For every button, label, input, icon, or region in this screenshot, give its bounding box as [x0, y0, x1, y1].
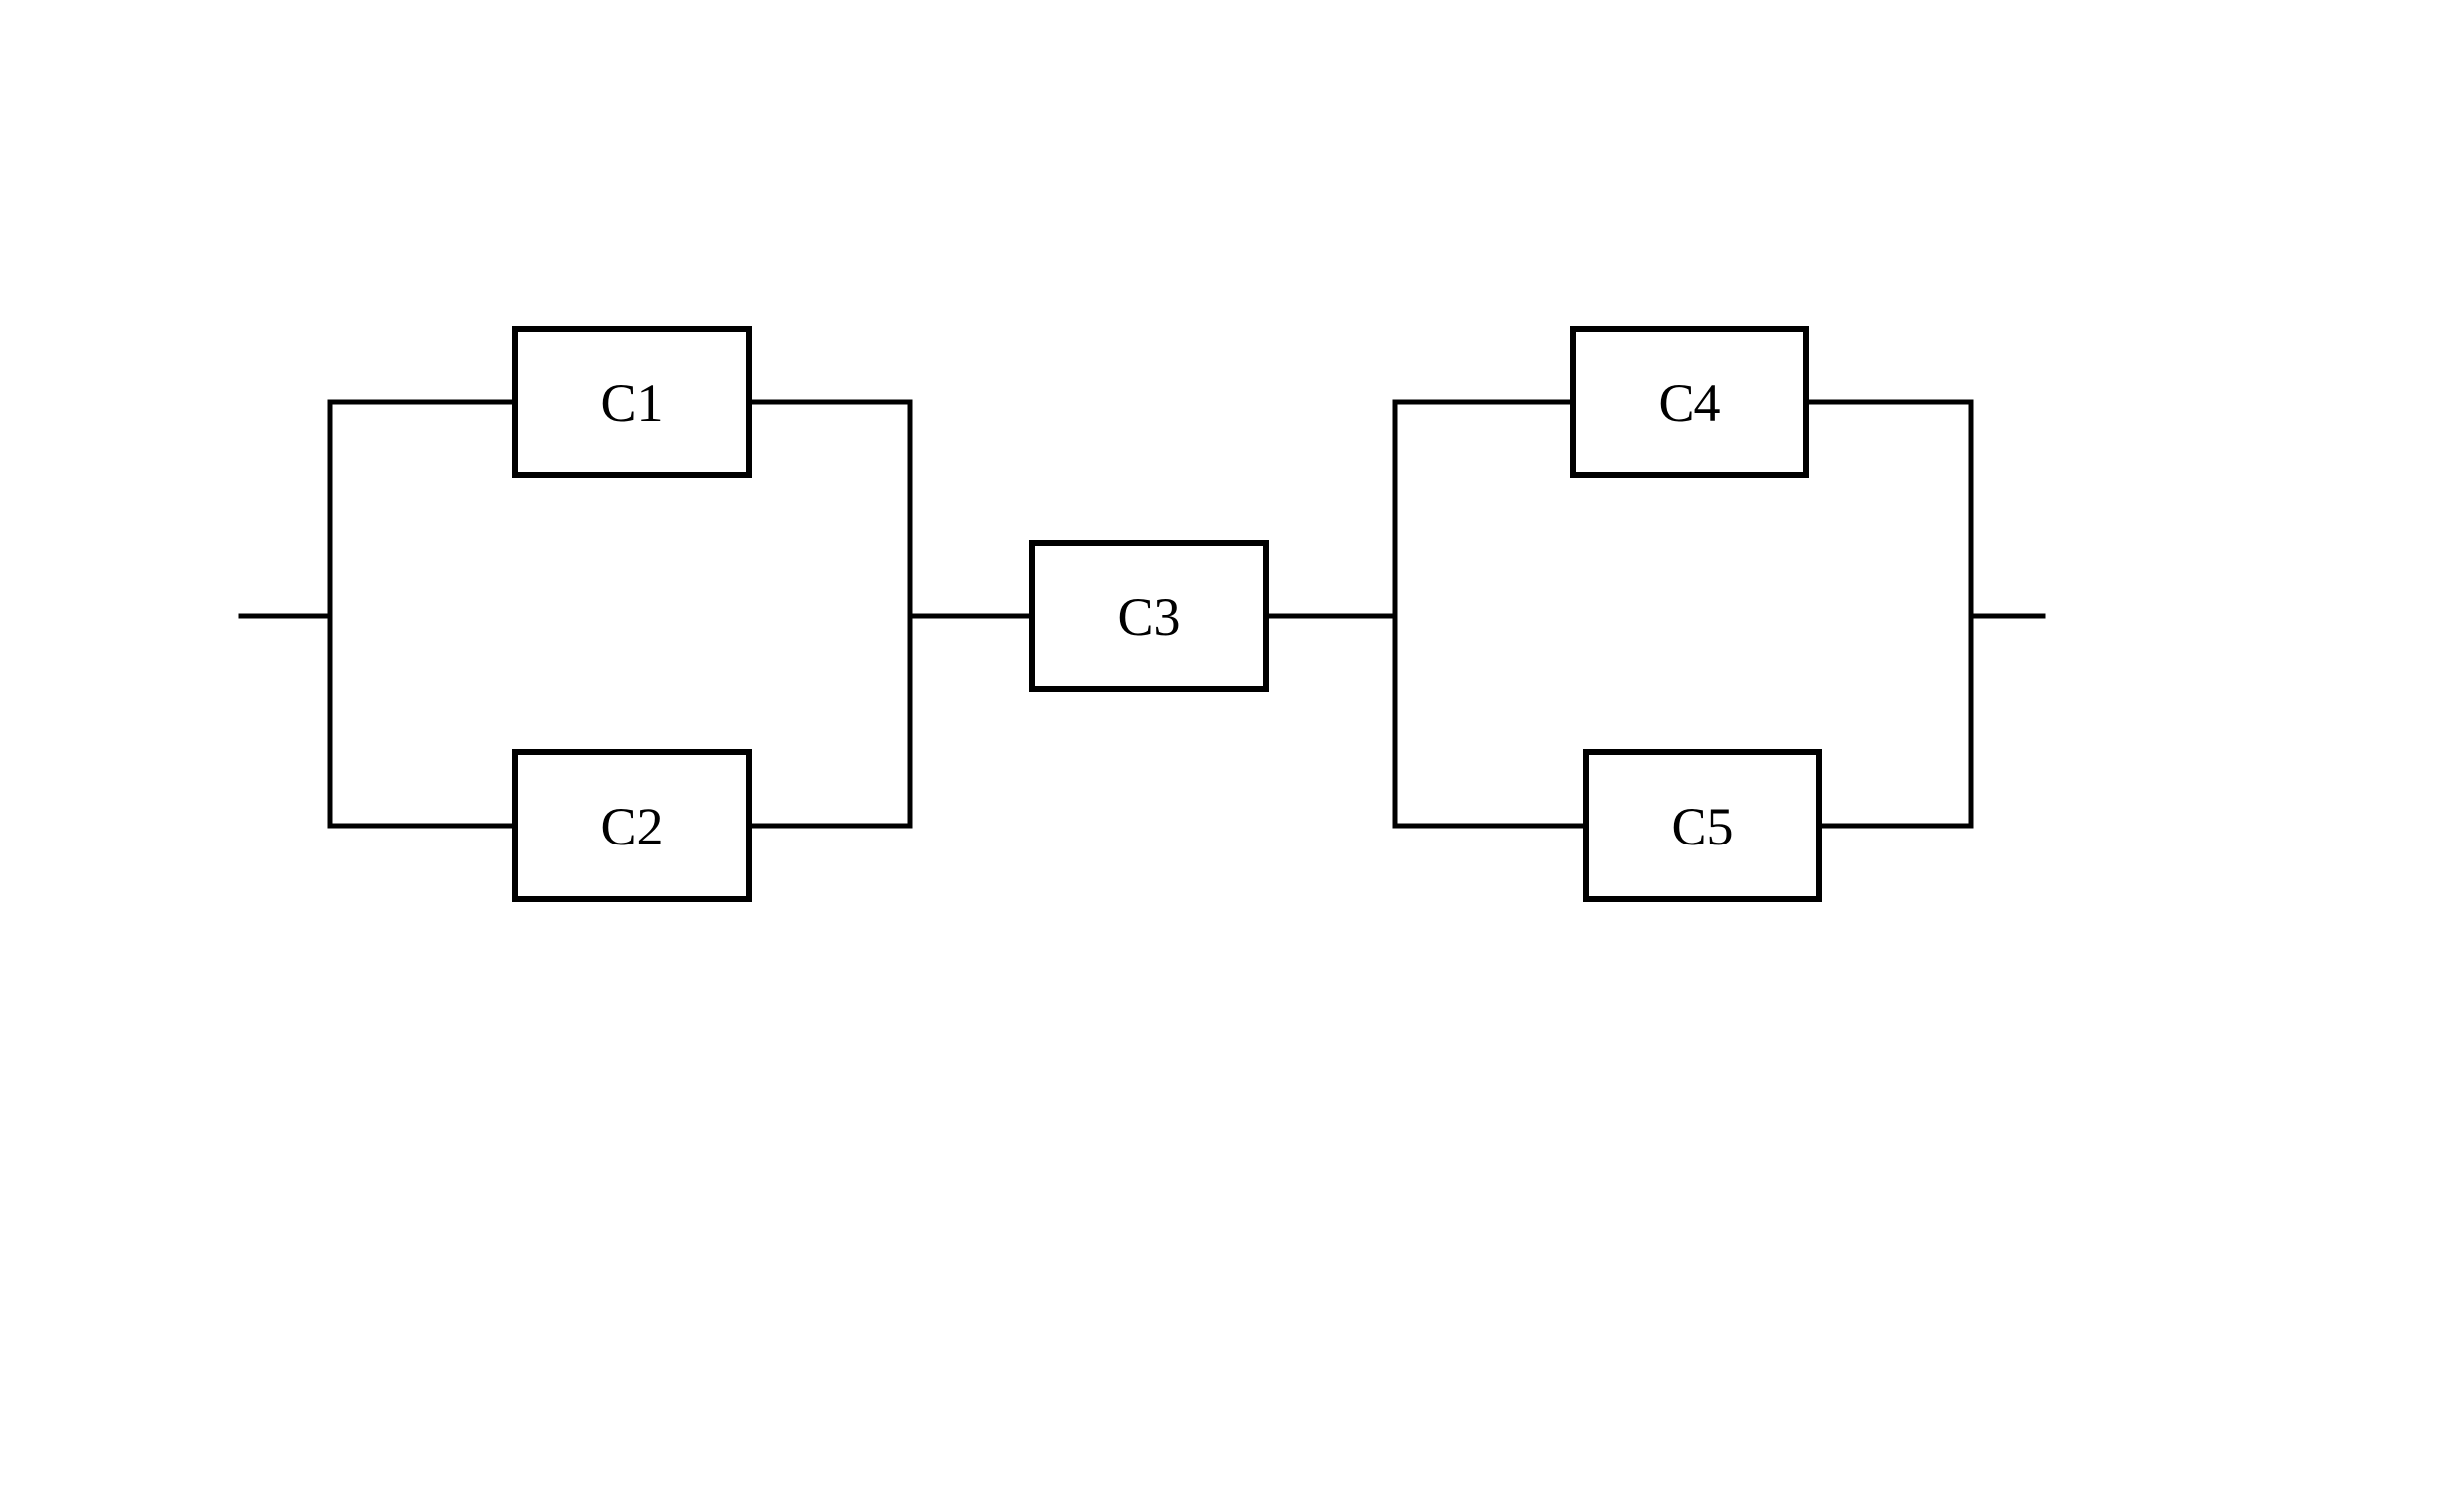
component-label-c5: C5	[1671, 797, 1733, 856]
component-label-c1: C1	[600, 373, 663, 433]
component-label-c4: C4	[1658, 373, 1720, 433]
component-box-c4	[1570, 326, 1809, 478]
component-label-c3: C3	[1117, 587, 1180, 646]
component-box-c2	[512, 749, 752, 902]
component-box-c5	[1583, 749, 1822, 902]
component-box-c3	[1029, 540, 1269, 692]
component-boxes	[512, 326, 1822, 902]
component-label-c2: C2	[600, 797, 663, 856]
connectors	[238, 399, 2046, 829]
component-box-c1	[512, 326, 752, 478]
component-labels: C1 C2 C3 C4 C5	[600, 373, 1733, 856]
